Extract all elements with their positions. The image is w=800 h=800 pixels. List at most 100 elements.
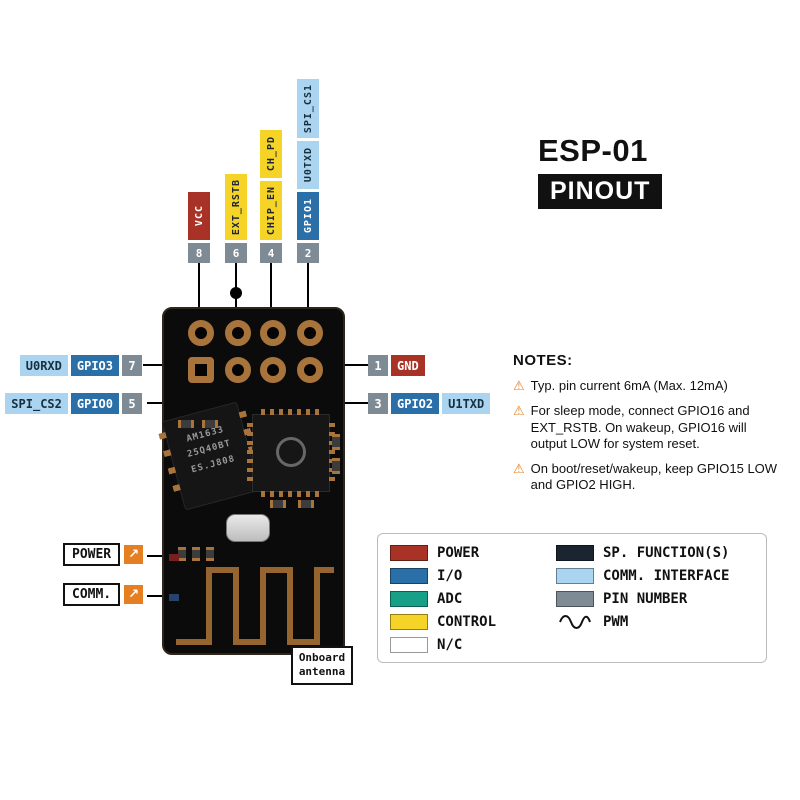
legend-label: SP. FUNCTION(S) [603,545,730,561]
crystal-oscillator [226,514,270,542]
pin-number-badge: 4 [260,243,282,263]
smd-component [192,547,200,561]
indicator-arrow-icon: ↗ [124,585,144,604]
wire-pin2 [307,263,309,308]
smd-component [298,500,314,508]
pin-label-u1txd: U1TXD [442,393,491,414]
note-item: ⚠On boot/reset/wakeup, keep GPIO15 LOW a… [513,461,778,494]
pin-label-gpio1: GPIO1 [297,192,319,240]
smd-component [270,500,286,508]
antenna-label-line2: antenna [298,665,346,679]
pin-label-text: U0TXD [302,147,314,183]
legend-label: POWER [437,545,480,561]
pin-number-badge: 7 [122,355,142,376]
pin-label-text: SPI_CS1 [302,83,314,133]
pin-hole-6 [225,320,251,346]
legend-item-n-c: N/C [390,637,540,653]
pin-column-2: 2 GPIO1 U0TXD SPI_CS1 [297,78,319,263]
wire-pin1 [345,364,368,366]
pin-number-badge: 6 [225,243,247,263]
pin-label-ch_pd: CH_PD [260,129,282,178]
wire-pin4 [270,263,272,308]
wire-pin3 [345,402,368,404]
note-item: ⚠ For sleep mode, connect GPIO16 and EXT_… [513,403,778,452]
comm-callout: COMM. ↗ [63,583,144,606]
antenna-label: Onboard antenna [291,646,353,685]
note-text: For sleep mode, connect GPIO16 and EXT_R… [530,403,750,451]
legend-label: PIN NUMBER [603,591,688,607]
pin-hole-3 [260,357,286,383]
antenna-label-line1: Onboard [298,651,346,664]
pin-label-gnd: GND [391,355,425,376]
chip-logo [276,437,306,467]
pin-number-badge: 3 [368,393,388,414]
legend-swatch-control [390,614,428,630]
legend-swatch-power [390,545,428,561]
pin-label-text: GPIO1 [302,198,314,234]
notes-list: ⚠Typ. pin current 6mA (Max. 12mA)⚠For sl… [513,378,778,503]
pin-column-6: 6 EXT_RSTB [225,174,247,263]
legend-item-i-o: I/O [390,568,540,584]
wire-pin5 [147,402,164,404]
pin-label-text: EXT_RSTB [230,178,242,236]
legend-swatch-sp_function [556,545,594,561]
onboard-antenna-trace [176,567,334,645]
pin-number-badge: 5 [122,393,142,414]
pin-label-text: CHIP_EN [265,185,277,235]
legend: POWER I/O ADC CONTROL N/C SP. FUNCTION(S) COM… [377,533,767,663]
legend-label: PWM [603,614,629,630]
warning-icon: ⚠ [513,403,525,419]
legend-label: I/O [437,568,463,584]
comm-callout-label: COMM. [63,583,121,606]
note-item: ⚠Typ. pin current 6mA (Max. 12mA) [513,378,778,394]
pin-hole-4 [260,320,286,346]
pin-label-gpio2: GPIO2 [391,393,440,414]
smd-component [206,547,214,561]
legend-label: N/C [437,637,463,653]
chip-pins [247,423,253,483]
pin-number-badge: 2 [297,243,319,263]
pin-label-chip_en: CHIP_EN [260,180,282,240]
wire-power-callout [147,555,163,557]
note-text: On boot/reset/wakeup, keep GPIO15 LOW an… [530,461,778,493]
legend-label: CONTROL [437,614,497,630]
wire-pin6 [235,263,237,308]
power-led [169,554,179,561]
power-callout-label: POWER [63,543,121,566]
legend-column-1: POWER I/O ADC CONTROL N/C [390,545,540,653]
legend-swatch-io [390,568,428,584]
pin-label-text: VCC [193,205,205,227]
pin-column-4: 4 CHIP_EN CH_PD [260,129,282,263]
pin-label-u0rxd: U0RXD [19,355,68,376]
smd-component [332,434,340,450]
notes-heading: NOTES: [513,352,573,369]
smd-component [202,420,218,428]
pwm-squiggle-icon [556,614,594,630]
warning-icon: ⚠ [513,378,525,393]
wire-pin8 [198,263,200,308]
chip-pins [261,491,321,497]
pin-hole-5 [225,357,251,383]
pin-label-ext_rstb: EXT_RSTB [225,174,247,240]
wire-comm-callout [147,595,163,597]
power-callout: POWER ↗ [63,543,144,566]
legend-item-comm-interface: COMM. INTERFACE [556,568,729,584]
legend-swatch-comm_interface [556,568,594,584]
indicator-arrow-icon: ↗ [124,545,144,564]
pin-hole-8 [188,320,214,346]
pin-label-vcc: VCC [188,192,210,240]
pin-label-spi_cs1: SPI_CS1 [297,78,319,138]
legend-item-sp-function-s-: SP. FUNCTION(S) [556,545,729,561]
legend-label: COMM. INTERFACE [603,568,730,584]
chip-pins [261,409,321,415]
pin-hole-2 [297,320,323,346]
legend-item-power: POWER [390,545,540,561]
legend-item-pin-number: PIN NUMBER [556,591,729,607]
legend-item-adc: ADC [390,591,540,607]
page-subtitle: PINOUT [538,174,663,209]
legend-label: ADC [437,591,463,607]
